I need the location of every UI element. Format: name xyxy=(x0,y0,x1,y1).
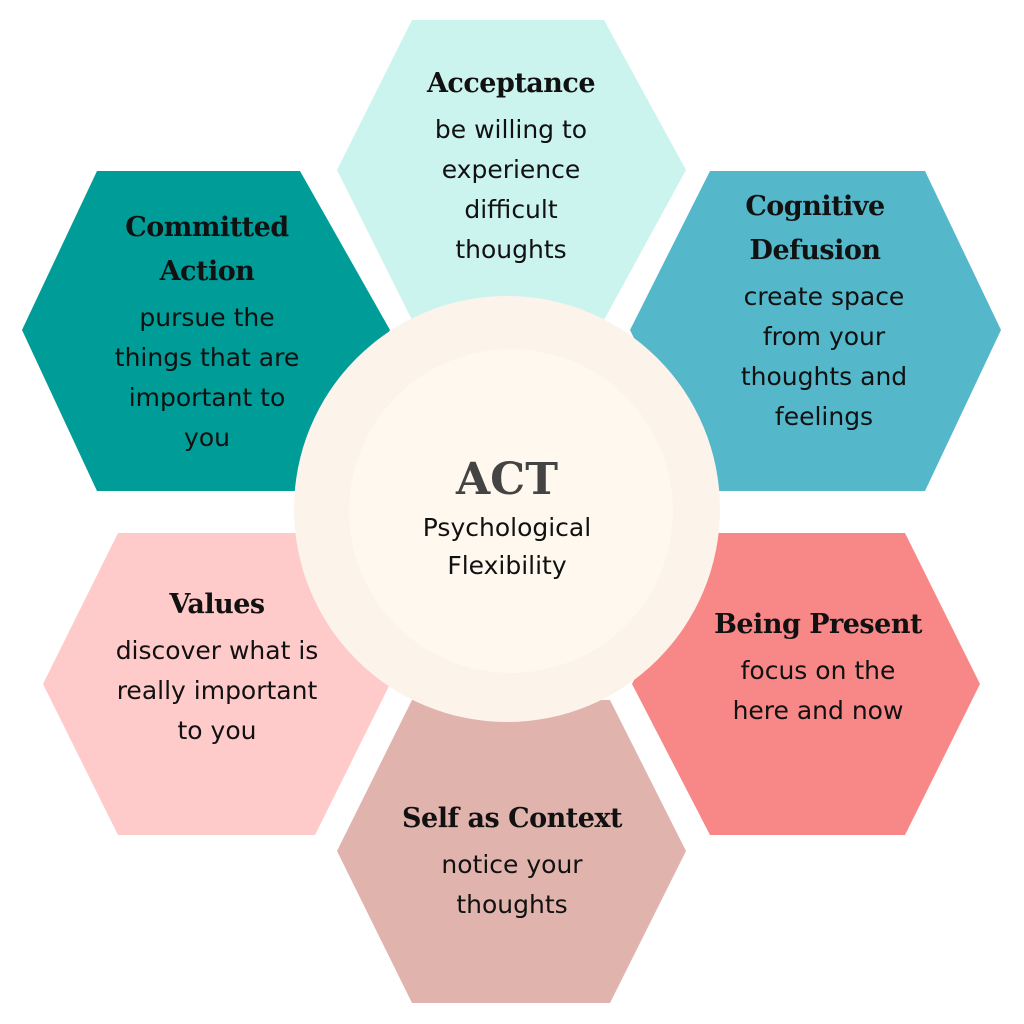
acceptance-hexagon xyxy=(337,20,686,320)
process-title: Committed Action xyxy=(125,212,289,287)
center-circle-inner xyxy=(349,349,673,673)
center-subtitle-line: Flexibility xyxy=(447,551,567,580)
self-as-context-hexagon xyxy=(337,700,686,1003)
process-title: Self as Context xyxy=(402,803,622,834)
center-label: ACT Psychological Flexibility xyxy=(357,455,657,585)
cognitive-defusion-hexagon xyxy=(630,171,1001,491)
process-title: Acceptance xyxy=(426,68,596,99)
center-subtitle-line: Psychological xyxy=(422,513,592,542)
process-description: notice your thoughts xyxy=(441,850,583,919)
values-label: Values discover what is really important… xyxy=(57,583,377,751)
process-title: Being Present xyxy=(714,609,922,640)
process-description: focus on the here and now xyxy=(732,656,904,725)
process-description: create space from your thoughts and feel… xyxy=(740,282,908,431)
cognitive-defusion-label: Cognitive Defusion create space from you… xyxy=(665,185,965,437)
process-description: pursue the things that are important to … xyxy=(114,303,300,452)
center-title: ACT xyxy=(456,454,558,505)
process-description: be willing to experience difficult thoug… xyxy=(434,115,588,264)
acceptance-label: Acceptance be willing to experience diff… xyxy=(361,62,661,270)
process-description: discover what is really important to you xyxy=(115,636,319,745)
committed-action-hexagon xyxy=(22,171,390,491)
being-present-label: Being Present focus on the here and now xyxy=(658,603,978,731)
process-title: Cognitive Defusion xyxy=(745,191,885,266)
process-title: Values xyxy=(169,589,265,620)
values-hexagon xyxy=(43,533,390,835)
self-as-context-label: Self as Context notice your thoughts xyxy=(352,797,672,925)
committed-action-label: Committed Action pursue the things that … xyxy=(57,206,357,458)
being-present-hexagon xyxy=(632,533,980,835)
